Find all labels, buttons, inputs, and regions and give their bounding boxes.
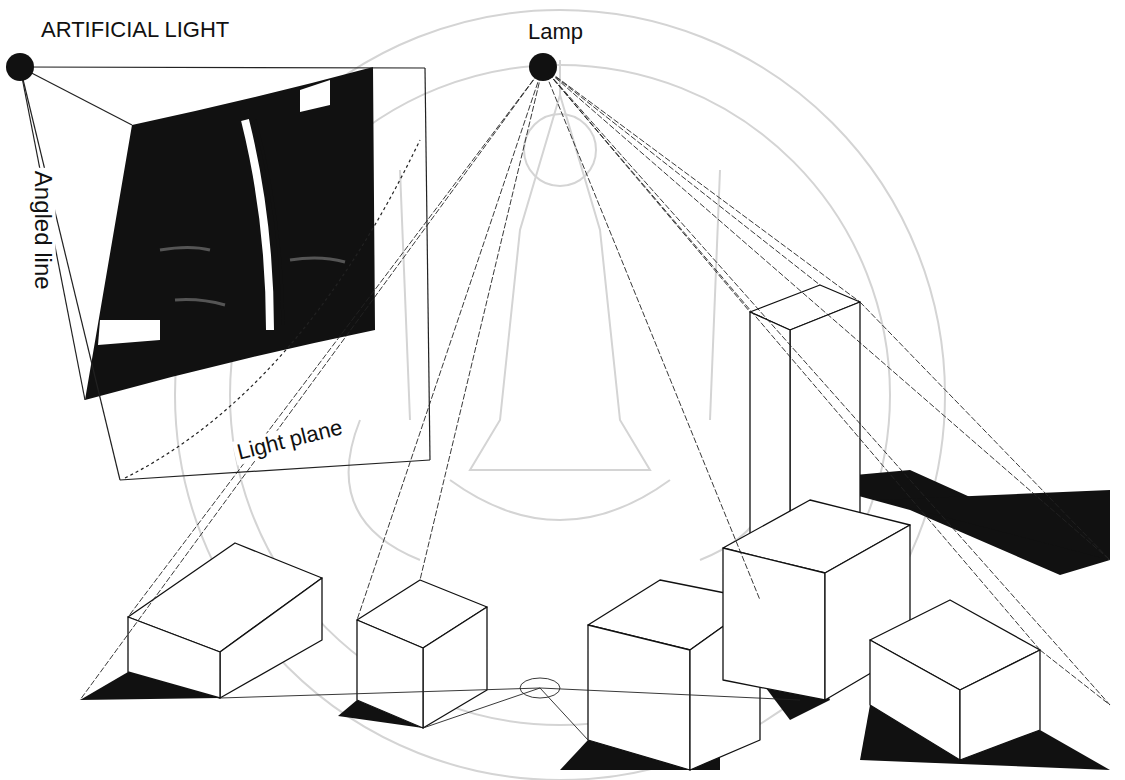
shadow-line <box>220 678 800 740</box>
lamp-label: Lamp <box>525 20 586 44</box>
light-plane-figure <box>6 53 430 480</box>
light-plane-label: Light plane <box>232 415 348 466</box>
figure-title: ARTIFICIAL LIGHT <box>38 18 232 42</box>
light-ray <box>80 67 1110 705</box>
cast-shadow <box>80 470 1110 770</box>
angled-line-label: Angled line <box>29 168 55 293</box>
lit-box <box>128 285 1040 770</box>
lamp-symbol <box>529 53 557 81</box>
